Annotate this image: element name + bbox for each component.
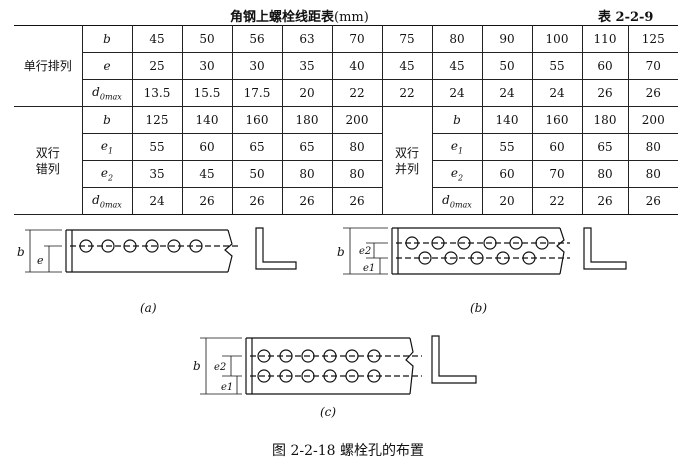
table-cell: 80 — [331, 160, 383, 188]
table-cell: 26 — [281, 187, 333, 215]
table-cell: 25 — [131, 52, 183, 80]
table-row: 单行排列 b 45 50 56 63 70 75 80 90 100 110 1… — [14, 25, 678, 107]
table-cell: 90 — [481, 25, 533, 53]
figure-b-label: (b) — [470, 301, 488, 315]
table-cell: 24 — [131, 187, 183, 215]
table-cell: 80 — [627, 160, 678, 188]
table-cell: 50 — [481, 52, 533, 80]
table-cell: 70 — [331, 25, 383, 53]
table-row: 双行错列 b 125 140 160 180 200 双行并列 b 140 16… — [14, 106, 678, 215]
symbol-cell: d0max — [82, 187, 133, 215]
table-cell: 200 — [627, 106, 678, 134]
table-cell: 80 — [281, 160, 333, 188]
table-row: e1 55 60 65 65 80 e1 55 60 65 80 — [14, 133, 678, 161]
group-label-staggered: 双行错列 — [14, 106, 83, 215]
figure-c-parallel — [200, 335, 477, 395]
table-row: d0max 13.5 15.5 17.5 20 22 22 24 24 24 2… — [14, 79, 678, 107]
symbol-cell: e2 — [431, 160, 483, 188]
dim-e-a: e — [37, 254, 44, 267]
group-label-parallel: 双行并列 — [381, 106, 433, 215]
table-cell: 125 — [627, 25, 678, 53]
table-row: e2 35 45 50 80 80 e2 60 70 80 80 — [14, 160, 678, 188]
table-cell: 180 — [581, 106, 629, 134]
dim-e1-c: e1 — [221, 382, 233, 393]
table-cell: 26 — [231, 187, 283, 215]
table-cell: 45 — [431, 52, 483, 80]
table-cell: 80 — [331, 133, 383, 161]
figure-c-label: (c) — [320, 405, 337, 419]
table-cell: 26 — [581, 187, 629, 215]
dim-b-b: b — [337, 245, 345, 259]
table-cell: 65 — [231, 133, 283, 161]
symbol-cell: e1 — [431, 133, 483, 161]
dim-e2-b: e2 — [359, 246, 371, 257]
table-cell: 45 — [181, 160, 233, 188]
table-row: d0max 24 26 26 26 26 d0max 20 22 26 26 — [14, 187, 678, 215]
table-cell: 80 — [627, 133, 678, 161]
symbol-cell: b — [81, 106, 133, 134]
table-cell: 65 — [581, 133, 629, 161]
table-cell: 26 — [181, 187, 233, 215]
table-cell: 50 — [231, 160, 283, 188]
dim-e2-c: e2 — [214, 362, 226, 373]
symbol-cell: e2 — [82, 160, 133, 188]
figure-a-single-row — [25, 227, 297, 273]
figure-caption: 图 2-2-18 螺栓孔的布置 — [272, 443, 424, 459]
table-cell: 45 — [381, 52, 433, 80]
bolt-spacing-table: 单行排列 b 45 50 56 63 70 75 80 90 100 110 1… — [14, 25, 678, 215]
table-cell: 40 — [331, 52, 383, 80]
symbol-cell: e1 — [82, 133, 133, 161]
symbol-cell: b — [431, 106, 483, 134]
table-cell: 24 — [481, 79, 533, 107]
table-cell: 140 — [181, 106, 233, 134]
figure-b-staggered — [343, 227, 627, 275]
table-title: 角钢上螺栓线距表(mm) — [230, 10, 369, 25]
dim-b-c: b — [193, 359, 201, 373]
table-cell: 26 — [331, 187, 383, 215]
table-cell: 55 — [481, 133, 533, 161]
table-title-bar: 角钢上螺栓线距表(mm) 表 2-2-9 — [0, 6, 696, 26]
table-number: 表 2-2-9 — [598, 10, 654, 25]
table-cell: 26 — [627, 79, 678, 107]
table-cell: 26 — [581, 79, 629, 107]
table-cell: 35 — [281, 52, 333, 80]
dim-b-a: b — [17, 245, 25, 259]
figure-a-label: (a) — [140, 301, 157, 315]
table-cell: 200 — [331, 106, 383, 134]
table-cell: 80 — [581, 160, 629, 188]
table-cell: 70 — [531, 160, 583, 188]
table-cell: 56 — [231, 25, 283, 53]
dim-e1-b: e1 — [363, 263, 375, 274]
group-label-single: 单行排列 — [14, 25, 83, 107]
table-cell: 35 — [131, 160, 183, 188]
table-cell: 60 — [581, 52, 629, 80]
table-cell: 63 — [281, 25, 333, 53]
table-cell: 20 — [481, 187, 533, 215]
symbol-cell: d0max — [431, 187, 483, 215]
table-cell: 26 — [627, 187, 678, 215]
table-cell: 140 — [481, 106, 533, 134]
table-row: e 25 30 30 35 40 45 45 50 55 60 70 — [14, 52, 678, 80]
